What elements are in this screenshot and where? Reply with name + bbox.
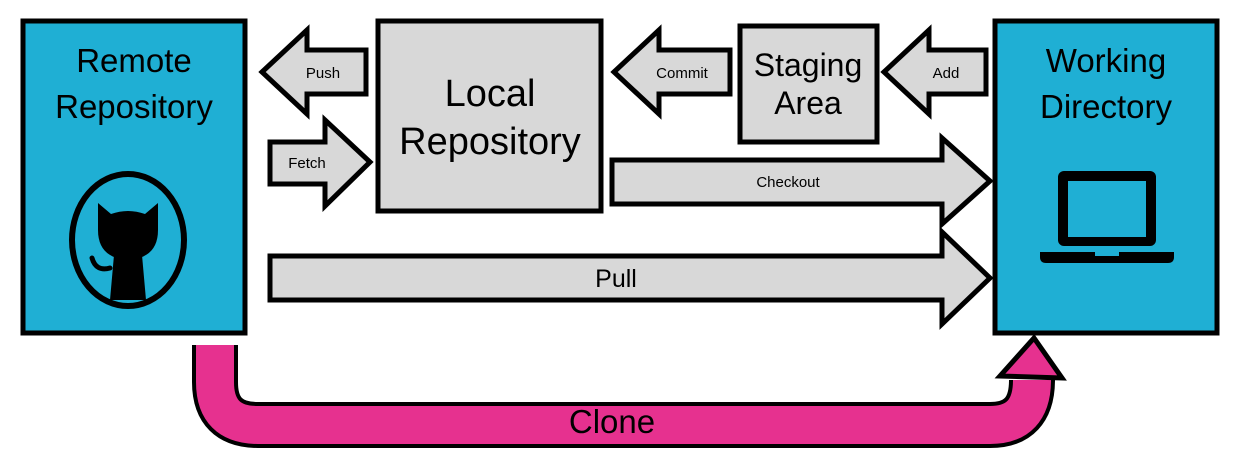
checkout-arrow: Checkout	[609, 132, 994, 230]
add-label: Add	[933, 65, 960, 82]
remote-title-line2: Repository	[55, 88, 213, 125]
github-octocat-icon	[69, 171, 187, 309]
local-title-line1: Local	[445, 73, 536, 115]
working-title-line1: Working	[1046, 42, 1166, 79]
staging-title-line1: Staging	[754, 47, 863, 83]
working-directory-box: Working Directory	[992, 18, 1220, 336]
laptop-icon	[1040, 171, 1174, 263]
local-title-line2: Repository	[399, 121, 581, 163]
remote-repository-box: Remote Repository	[20, 18, 248, 336]
pull-arrow: Pull	[267, 226, 994, 330]
pull-label: Pull	[595, 265, 637, 293]
checkout-label: Checkout	[756, 174, 820, 191]
staging-title-line2: Area	[774, 85, 842, 121]
commit-label: Commit	[656, 65, 708, 82]
commit-arrow: Commit	[610, 24, 733, 120]
push-arrow: Push	[258, 24, 369, 120]
clone-label: Clone	[569, 403, 655, 440]
staging-area-box: Staging Area	[737, 23, 880, 145]
fetch-label: Fetch	[288, 155, 326, 172]
working-title-line2: Directory	[1040, 88, 1173, 125]
fetch-arrow: Fetch	[267, 114, 374, 212]
push-label: Push	[306, 65, 340, 82]
remote-title-line1: Remote	[76, 42, 192, 79]
add-arrow: Add	[880, 24, 989, 120]
clone-arrow: Clone	[192, 333, 1067, 448]
local-repository-box: Local Repository	[375, 18, 604, 214]
